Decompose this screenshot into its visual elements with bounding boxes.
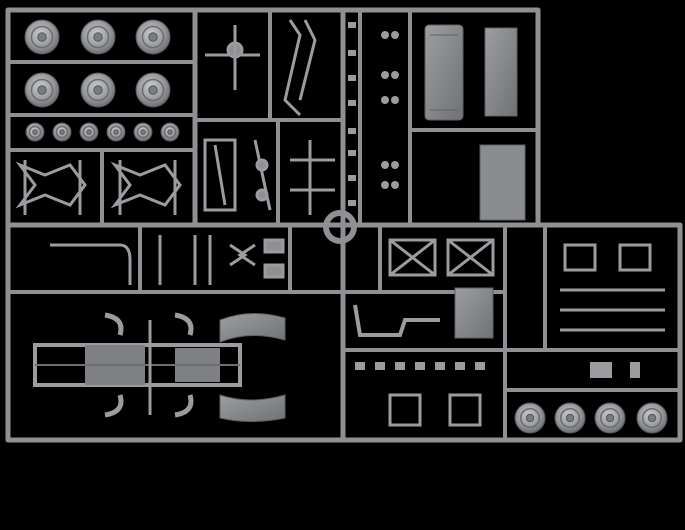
wheel-icon	[24, 72, 60, 108]
wheel-icon	[80, 19, 116, 55]
rods-bottom-left	[50, 235, 285, 285]
fender-parts	[219, 312, 286, 422]
wheel-icon	[160, 122, 180, 142]
wheel-icon	[52, 122, 72, 142]
pin-parts	[348, 22, 399, 206]
runners-top-middle	[195, 10, 343, 225]
suspension-parts	[15, 160, 182, 215]
runners-top-left	[8, 60, 195, 225]
wheel-icon	[24, 19, 60, 55]
seat-parts	[560, 243, 665, 332]
exhaust-parts	[353, 304, 440, 337]
engine-panel	[454, 287, 494, 339]
wheel-icon	[514, 402, 546, 434]
wheel-icon	[106, 122, 126, 142]
cross-brace-parts	[388, 238, 495, 277]
chassis-frame	[33, 312, 242, 418]
wheel-icon	[80, 72, 116, 108]
runners-bottom-right	[343, 225, 680, 440]
wheel-icon	[554, 402, 586, 434]
wheel-group-small	[25, 122, 180, 142]
wheel-icon	[25, 122, 45, 142]
wheel-icon	[135, 19, 171, 55]
wheel-icon	[636, 402, 668, 434]
wheel-icon	[594, 402, 626, 434]
wheel-icon	[133, 122, 153, 142]
wheel-group-bottom	[514, 402, 668, 434]
wheel-icon	[135, 72, 171, 108]
runners-top-right	[358, 10, 538, 225]
axle-parts	[203, 19, 335, 215]
wheel-icon	[79, 122, 99, 142]
central-hub	[323, 210, 357, 244]
tarp-panels	[424, 24, 526, 221]
runners-bottom-left	[8, 225, 343, 294]
small-parts-grid	[355, 362, 640, 427]
wheel-group-large	[24, 19, 171, 108]
